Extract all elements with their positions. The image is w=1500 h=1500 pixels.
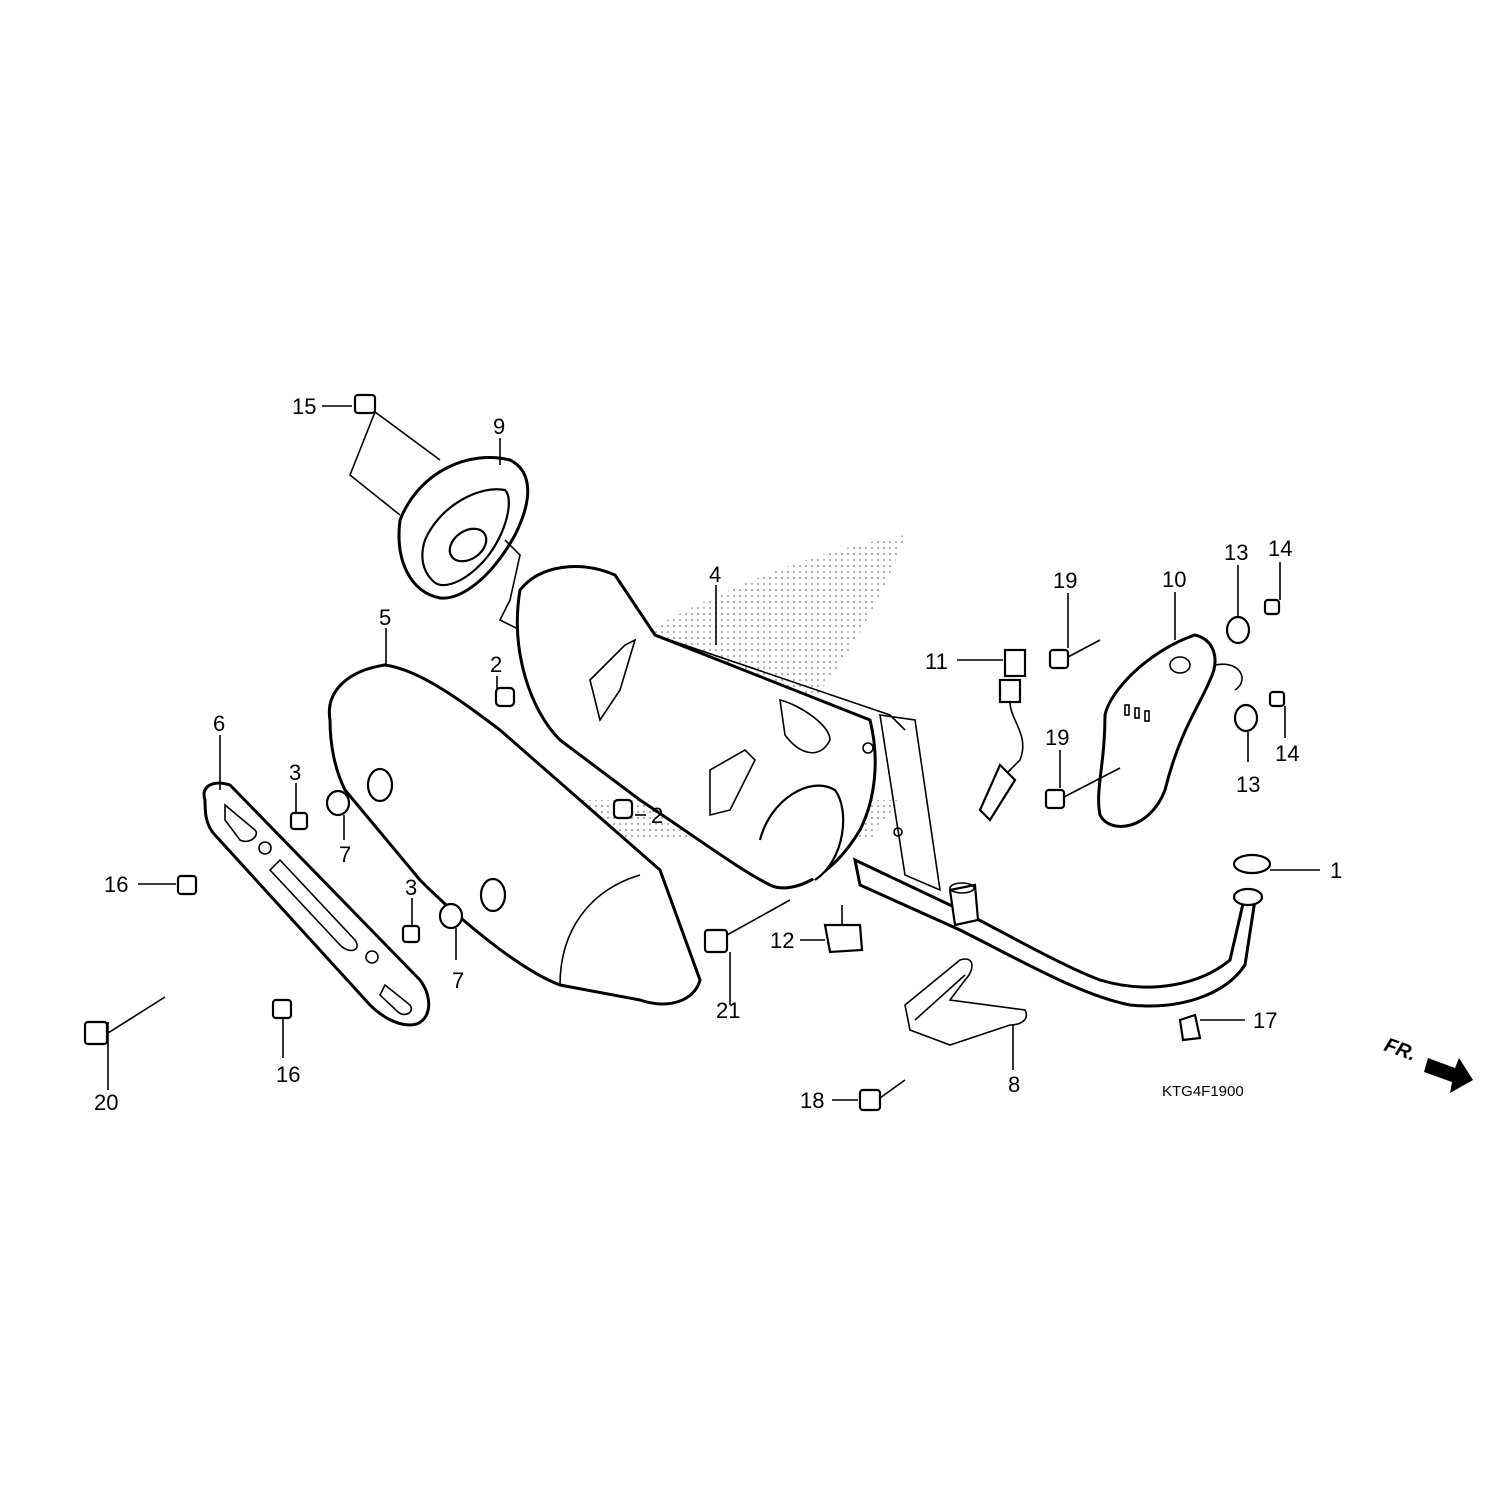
muffler-body [515,565,906,890]
front-direction-indicator: FR. [1381,1034,1473,1093]
bolt-19b [1044,788,1066,810]
diagram-code: KTG4F1900 [1162,1083,1244,1100]
callout-9: 9 [493,414,505,439]
grommet-13a [1225,615,1251,645]
collar-14b [1268,690,1286,708]
callout-4: 4 [709,562,721,587]
nut-2a [494,686,516,708]
callout-14: 14 [1268,536,1292,561]
muffler-end-cap [397,456,536,632]
fasteners [83,393,1286,1112]
collar-14a [1263,598,1281,616]
oxygen-sensor [978,648,1027,822]
callout-13: 13 [1224,540,1248,565]
muffler-protector [327,663,702,1006]
callout-13: 13 [1236,772,1260,797]
grommet-13b [1233,703,1259,733]
bolt-15 [353,393,377,415]
bolt-18 [858,1088,882,1112]
callout-19: 19 [1053,568,1077,593]
callout-20: 20 [94,1090,118,1115]
bolt-19a [1048,648,1070,670]
callout-2: 2 [490,652,502,677]
callout-14: 14 [1275,741,1299,766]
front-arrow-icon [1424,1058,1473,1093]
bolt-16a [176,874,198,896]
front-label: FR. [1381,1034,1419,1066]
muffler-stay [904,958,1028,1046]
callout-7: 7 [452,968,464,993]
callout-5: 5 [379,605,391,630]
callout-11: 11 [925,649,948,674]
heat-guard [1097,633,1243,828]
callout-16: 16 [104,872,128,897]
grommet-7b [438,902,464,930]
callout-1: 1 [1330,858,1342,883]
nut-2b [612,798,634,820]
callout-8: 8 [1008,1072,1020,1097]
nut-17 [1178,1013,1202,1042]
callout-3: 3 [289,760,301,785]
callout-6: 6 [213,711,225,736]
callout-12: 12 [770,928,794,953]
grommet-7a [325,789,351,817]
callout-15: 15 [292,394,316,419]
collar-3b [401,924,421,944]
bolt-20 [83,1020,109,1046]
callout-3: 3 [405,875,417,900]
nut-12 [823,923,864,954]
leader-lines [107,405,1320,1101]
callout-21: 21 [716,998,740,1023]
collar-3a [289,811,309,831]
callout-19: 19 [1045,725,1069,750]
callout-10: 10 [1162,567,1186,592]
callout-17: 17 [1253,1008,1277,1033]
callout-labels: 1 2 2 3 3 4 5 6 7 7 8 9 10 11 12 13 13 1… [94,394,1342,1115]
bolt-21 [703,928,729,954]
callout-16: 16 [276,1062,300,1087]
callout-18: 18 [800,1088,824,1113]
bolt-16b [271,998,293,1020]
exhaust-pipe [852,714,1272,1008]
callout-2: 2 [651,803,663,828]
callout-7: 7 [339,842,351,867]
